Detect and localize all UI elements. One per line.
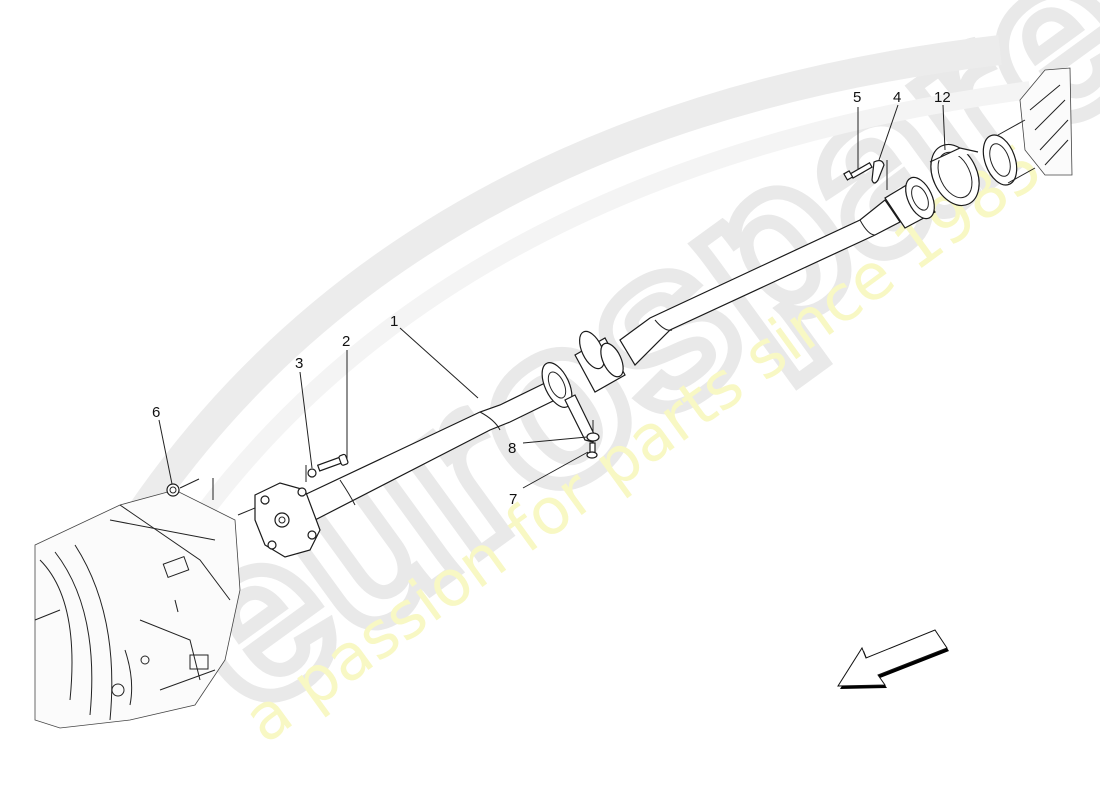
transmission-housing — [34, 489, 241, 729]
leader-lines — [158, 104, 946, 489]
leader-1 — [399, 327, 479, 399]
direction-arrow-icon — [837, 629, 949, 689]
leader-8 — [522, 436, 588, 444]
callout-7[interactable]: 7 — [509, 491, 517, 508]
part-6-nut — [166, 478, 256, 516]
callout-1[interactable]: 1 — [390, 313, 398, 330]
leader-3 — [299, 371, 313, 469]
part-5-screw — [843, 161, 873, 181]
callout-12[interactable]: 12 — [934, 89, 951, 106]
flex-coupling — [254, 482, 321, 558]
rear-differential — [982, 67, 1073, 186]
leader-4 — [878, 104, 899, 161]
part-12-ring — [929, 143, 980, 207]
callout-5[interactable]: 5 — [853, 89, 861, 106]
leader-6 — [158, 419, 173, 485]
part-3-washer — [305, 465, 317, 482]
callout-4[interactable]: 4 — [893, 89, 901, 106]
watermark-swoosh-2 — [162, 81, 1032, 565]
part-4-clip — [871, 159, 888, 190]
callout-labels: 1 2 3 4 5 6 7 8 12 — [152, 89, 951, 508]
leader-7 — [522, 451, 589, 489]
callout-2[interactable]: 2 — [342, 333, 350, 350]
propeller-shaft — [299, 176, 936, 521]
callout-8[interactable]: 8 — [508, 440, 516, 457]
callout-6[interactable]: 6 — [152, 404, 160, 421]
callout-3[interactable]: 3 — [295, 355, 303, 372]
leader-12 — [942, 104, 946, 151]
watermark-swoosh — [117, 35, 1002, 539]
part-7-screw — [586, 442, 598, 459]
